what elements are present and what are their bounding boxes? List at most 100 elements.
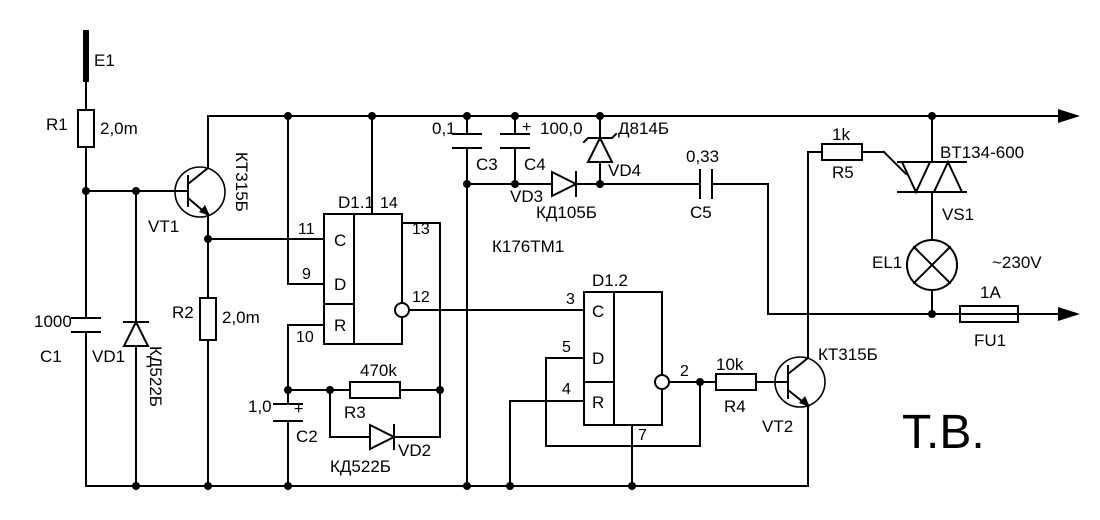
- junction-dot: [284, 386, 292, 394]
- junction-dot: [204, 482, 212, 490]
- r5-ref: R5: [832, 163, 854, 182]
- ic-type-label: К176ТМ1: [492, 237, 564, 256]
- pin-11: 11: [298, 221, 315, 238]
- junction-dot: [436, 386, 444, 394]
- wire-gate: [882, 150, 908, 176]
- pin-9: 9: [302, 266, 311, 283]
- ic-d1-2: C D R D1.2 3 5 4 2 7: [562, 271, 689, 444]
- transistor-vt1: VT1 КТ315Б: [148, 152, 251, 236]
- antenna-e1: E1: [83, 30, 115, 82]
- c1-value: 1000: [34, 312, 72, 331]
- pin-13: 13: [412, 221, 430, 238]
- r1-ref: R1: [46, 115, 68, 134]
- r4-value: 10k: [716, 355, 744, 374]
- ic-d1-1-body: [323, 213, 403, 345]
- vt2-type: КТ315Б: [818, 345, 878, 364]
- pin-4: 4: [562, 381, 571, 398]
- junction-dot: [696, 378, 704, 386]
- junction-dot: [463, 482, 471, 490]
- r4-ref: R4: [724, 397, 746, 416]
- d1-1-input-d: D: [334, 275, 346, 294]
- junction-dot: [928, 112, 936, 120]
- c4-ref: C4: [524, 155, 546, 174]
- junction-dot: [204, 235, 212, 243]
- pin-5: 5: [562, 339, 571, 356]
- d1-1-input-c: C: [334, 231, 346, 250]
- diode-vd4: VD4 Д814Б: [582, 119, 669, 180]
- d1-2-input-d: D: [592, 349, 604, 368]
- diode-icon: [586, 135, 614, 163]
- c5-value: 0,33: [686, 147, 719, 166]
- vd2-type: КД522Б: [330, 457, 391, 476]
- lamp-el1: EL1 ~230V: [872, 239, 1042, 291]
- resistor-r3: 470k R3: [344, 361, 401, 422]
- resistor-icon: [349, 381, 401, 399]
- diode-icon: [369, 423, 397, 451]
- diode-vd2: VD2 КД522Б: [330, 423, 431, 476]
- junction-dot: [928, 310, 936, 318]
- vd4-ref: VD4: [608, 161, 641, 180]
- diode-vd3: VD3 КД105Б: [510, 170, 597, 222]
- vt1-type: КТ315Б: [232, 152, 251, 212]
- junction-dot: [596, 112, 604, 120]
- resistor-r1: R1 2,0m: [46, 109, 138, 148]
- fu1-ref: FU1: [974, 331, 1006, 350]
- vs1-type: BT134-600: [940, 143, 1024, 162]
- antenna-ref: E1: [94, 51, 115, 70]
- c2-value: 1,0: [248, 397, 272, 416]
- vt2-ref: VT2: [762, 417, 793, 436]
- junction-dot: [284, 482, 292, 490]
- el1-ref: EL1: [872, 253, 902, 272]
- d1-2-input-r: R: [592, 393, 604, 412]
- bottom-rail-arrow-icon: [1058, 307, 1080, 321]
- c2-ref: C2: [296, 427, 318, 446]
- junction-dot: [596, 180, 604, 188]
- vd2-ref: VD2: [398, 441, 431, 460]
- junctions: [82, 112, 936, 490]
- rail-arrows: [1058, 109, 1080, 321]
- ic-d1-1: C D R D1.1 11 9 10 14 13 12: [296, 193, 430, 346]
- fuse-fu1: 1A FU1: [959, 283, 1019, 350]
- c1-ref: C1: [40, 347, 62, 366]
- author-signature: Т.В.: [902, 406, 985, 459]
- pin-7: 7: [638, 427, 647, 444]
- ic-d1-2-body: [583, 291, 663, 426]
- d1-1-input-r: R: [334, 316, 346, 335]
- resistor-icon: [715, 373, 757, 391]
- pin-3: 3: [566, 291, 575, 308]
- junction-dot: [506, 482, 514, 490]
- resistor-r5: 1k R5: [821, 125, 863, 182]
- junction-dot: [326, 386, 334, 394]
- r3-ref: R3: [344, 403, 366, 422]
- top-rail-arrow-icon: [1058, 109, 1080, 123]
- resistor-icon: [821, 143, 863, 161]
- vd1-type: КД522Б: [146, 346, 165, 407]
- c3-value: 0,1: [432, 119, 456, 138]
- junction-dot: [463, 180, 471, 188]
- triac-vs1: BT134-600 VS1: [897, 143, 1024, 224]
- pin-14: 14: [380, 195, 398, 212]
- transistor-vt2: VT2 КТ315Б: [762, 345, 878, 436]
- junction-dot: [511, 180, 519, 188]
- wires: [85, 79, 1061, 487]
- r1-value: 2,0m: [100, 119, 138, 138]
- capacitor-c1: 1000 C1: [34, 312, 101, 366]
- r3-value: 470k: [360, 361, 397, 380]
- junction-dot: [82, 187, 90, 195]
- c4-plus: +: [522, 119, 531, 136]
- pin-2: 2: [680, 363, 689, 380]
- pin-12: 12: [412, 289, 430, 306]
- junction-dot: [511, 112, 519, 120]
- resistor-r2: R2 2,0m: [172, 297, 260, 341]
- vs1-ref: VS1: [942, 205, 974, 224]
- junction-dot: [463, 112, 471, 120]
- d1-2-ref: D1.2: [592, 271, 628, 290]
- transistor-icon: [174, 166, 226, 218]
- r2-ref: R2: [172, 303, 194, 322]
- vd4-type: Д814Б: [618, 119, 669, 138]
- junction-dot: [628, 482, 636, 490]
- d1-2-input-c: C: [592, 302, 604, 321]
- junction-dot: [132, 187, 140, 195]
